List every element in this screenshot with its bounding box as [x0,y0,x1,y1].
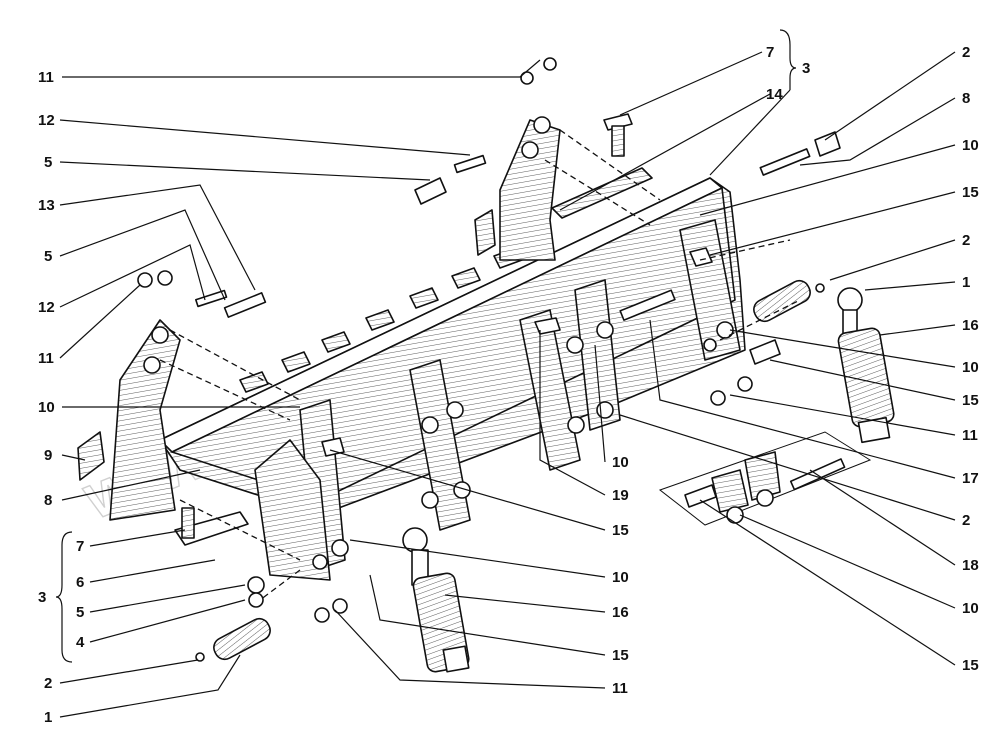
callout-15: 15 [962,184,979,201]
callout-11: 11 [38,69,54,86]
callout-3: 3 [802,60,810,77]
callout-5: 5 [76,604,84,621]
callout-9: 9 [44,447,52,464]
plate-14 [551,167,653,219]
callout-1: 1 [962,274,970,291]
left-upper-bracket [77,270,181,521]
callout-15: 15 [962,657,979,674]
callout-2: 2 [44,675,52,692]
callout-15: 15 [612,647,629,664]
clips [321,131,841,508]
callout-10: 10 [962,359,979,376]
callout-labels: 11 12 5 13 5 12 11 10 9 8 7 6 3 5 4 2 1 … [38,44,979,726]
callout-14: 14 [766,86,783,103]
lower-right-detail [658,431,872,526]
callout-7: 7 [76,538,84,555]
cylinder-16-left [402,527,470,673]
lower-left-bracket [174,439,349,581]
callout-12: 12 [38,299,55,316]
brace-3-left [55,531,73,663]
callout-8: 8 [44,492,52,509]
callout-2: 2 [962,44,970,61]
sleeve-1-left [195,617,271,662]
callout-8: 8 [962,90,970,107]
callout-10: 10 [38,399,55,416]
callout-1: 1 [44,709,52,726]
sleeve-1-right [753,279,825,323]
callout-2: 2 [962,512,970,529]
top-center-bracket [474,57,561,261]
callout-15: 15 [612,522,629,539]
callout-16: 16 [962,317,979,334]
callout-16: 16 [612,604,629,621]
callout-18: 18 [962,557,979,574]
callout-10: 10 [612,569,629,586]
callout-6: 6 [76,574,84,591]
callout-10: 10 [962,137,979,154]
washers-11 [314,376,753,623]
callout-2: 2 [962,232,970,249]
callout-15: 15 [962,392,979,409]
callout-4: 4 [76,634,85,651]
cylinder-16-right [837,287,895,444]
callout-3: 3 [38,589,46,606]
bolt-7-top [603,113,633,157]
callout-13: 13 [38,197,55,214]
callout-5: 5 [44,248,52,265]
callout-11: 11 [962,427,978,444]
callout-19: 19 [612,487,629,504]
callout-17: 17 [962,470,979,487]
callout-5: 5 [44,154,52,171]
callout-11: 11 [38,350,54,367]
callout-12: 12 [38,112,55,129]
callout-10: 10 [612,454,629,471]
pins [195,148,846,491]
nut-group-left [247,576,265,608]
callout-10: 10 [962,600,979,617]
brace-3-top [779,29,797,90]
callout-7: 7 [766,44,774,61]
callout-11: 11 [612,680,628,697]
leader-lines [59,51,956,718]
assembly-dash-lines [159,129,801,601]
